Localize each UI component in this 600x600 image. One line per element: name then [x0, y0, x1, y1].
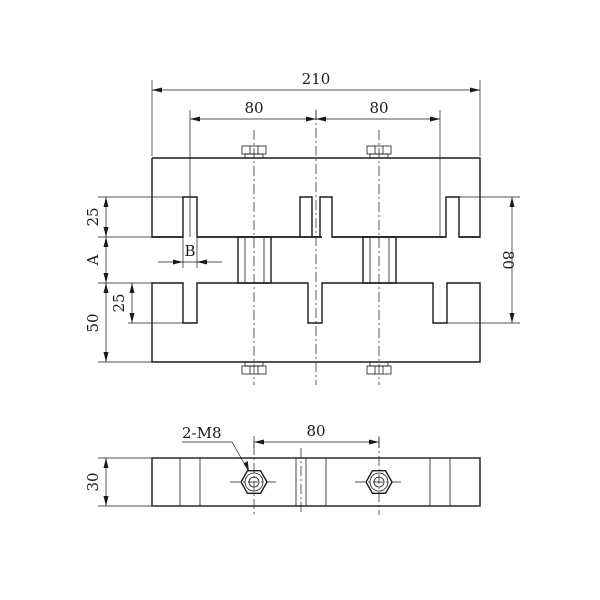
label-bolt-pitch-left: 80 [244, 99, 263, 117]
label-gap-a: A [84, 254, 102, 266]
label-slot-depth-lower: 25 [110, 293, 128, 312]
connector-left [237, 236, 272, 284]
dim-overall-length: 210 [151, 70, 481, 156]
lower-block-outline [151, 282, 481, 363]
dim-left-verticals: 25 A 25 50 [84, 196, 183, 363]
label-side-thickness: 30 [84, 472, 102, 491]
dim-bottom-pitch: 80 [253, 422, 380, 448]
dim-side-thickness: 30 [84, 457, 152, 507]
label-span-right: 80 [499, 250, 517, 269]
callout-bolt-label: 2-M8 [182, 424, 249, 472]
label-bolt: 2-M8 [182, 424, 222, 442]
dim-slot-width-b: B [158, 237, 222, 268]
label-block-height: 50 [84, 313, 102, 332]
side-view [151, 457, 481, 507]
label-bottom-pitch: 80 [306, 422, 325, 440]
label-slot-depth-upper: 25 [84, 207, 102, 226]
label-overall-length: 210 [302, 70, 331, 88]
label-bolt-pitch-right: 80 [369, 99, 388, 117]
dim-right-span: 80 [447, 196, 520, 324]
dim-bolt-pitch: 80 80 [189, 99, 441, 237]
connector-right [362, 236, 397, 284]
label-slot-width-b: B [184, 242, 195, 260]
